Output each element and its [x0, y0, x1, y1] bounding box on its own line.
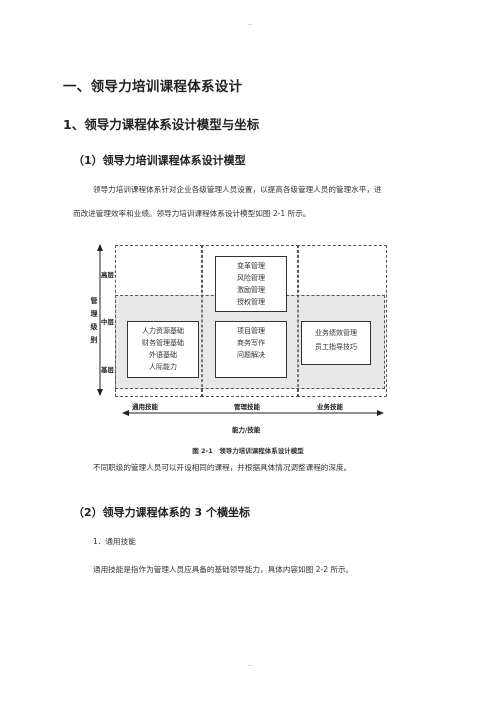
paragraph-intro-line2: 而改进管理效率和业绩。领导力培训课程体系设计模型如图 2-1 所示。 [73, 209, 311, 218]
general-skills-box: 人力资源基础 财务管理基础 外语基础 人际能力 [127, 321, 199, 378]
paragraph-intro-line1: 领导力培训课程体系针对企业各级管理人员设置，以提高各级管理人员的管理水平，进 [93, 185, 382, 194]
page-top-mark [248, 24, 252, 25]
figure-caption: 图 2-1 领导力培训课程体系设计模型 [192, 447, 304, 455]
axis-arrows [97, 244, 384, 416]
column-general-label: 通用技能 [132, 403, 158, 411]
management-skills-box: 项目管理 商务写作 问题解决 [215, 321, 287, 378]
paragraph-general-skills: 通用技能是指作为管理人员应具备的基础领导能力，具体内容如图 2-2 所示。 [93, 565, 354, 574]
page-bottom-mark [248, 665, 252, 666]
level-mid-label: 中层 [101, 318, 114, 326]
level-base-label: 基层 [101, 366, 114, 374]
heading-level-3-model: （1）领导力培训课程体系设计模型 [73, 154, 246, 167]
level-high-label: 高层 [101, 271, 114, 279]
top-skills-box: 变革管理 风险管理 激励管理 授权管理 [215, 256, 287, 312]
column-business-band [297, 245, 387, 397]
management-level-title: 管 理 级 别 [90, 297, 98, 344]
heading-level-2: 1、领导力课程体系设计模型与坐标 [63, 117, 260, 132]
column-management-label: 管理技能 [234, 403, 260, 411]
business-skills-box: 业务绩效管理 员工指导技巧 [301, 321, 371, 365]
list-item-general-skills: 1．通用技能 [93, 537, 136, 546]
column-business-label: 业务技能 [317, 403, 343, 411]
heading-level-3-axes: （2）领导力课程体系的 3 个横坐标 [73, 506, 250, 519]
training-model-diagram: 管 理 级 别 高层 中层 基层 变革管理 风险管理 激励管理 授权管理 人力资… [89, 243, 389, 443]
paragraph-levels-note: 不同职级的管理人员可以开设相同的课程，并根据具体情况调整课程的深度。 [93, 463, 352, 472]
heading-level-1: 一、领导力培训课程体系设计 [63, 79, 243, 95]
column-management-band [201, 245, 299, 397]
skills-axis-title: 能力/技能 [232, 426, 261, 434]
